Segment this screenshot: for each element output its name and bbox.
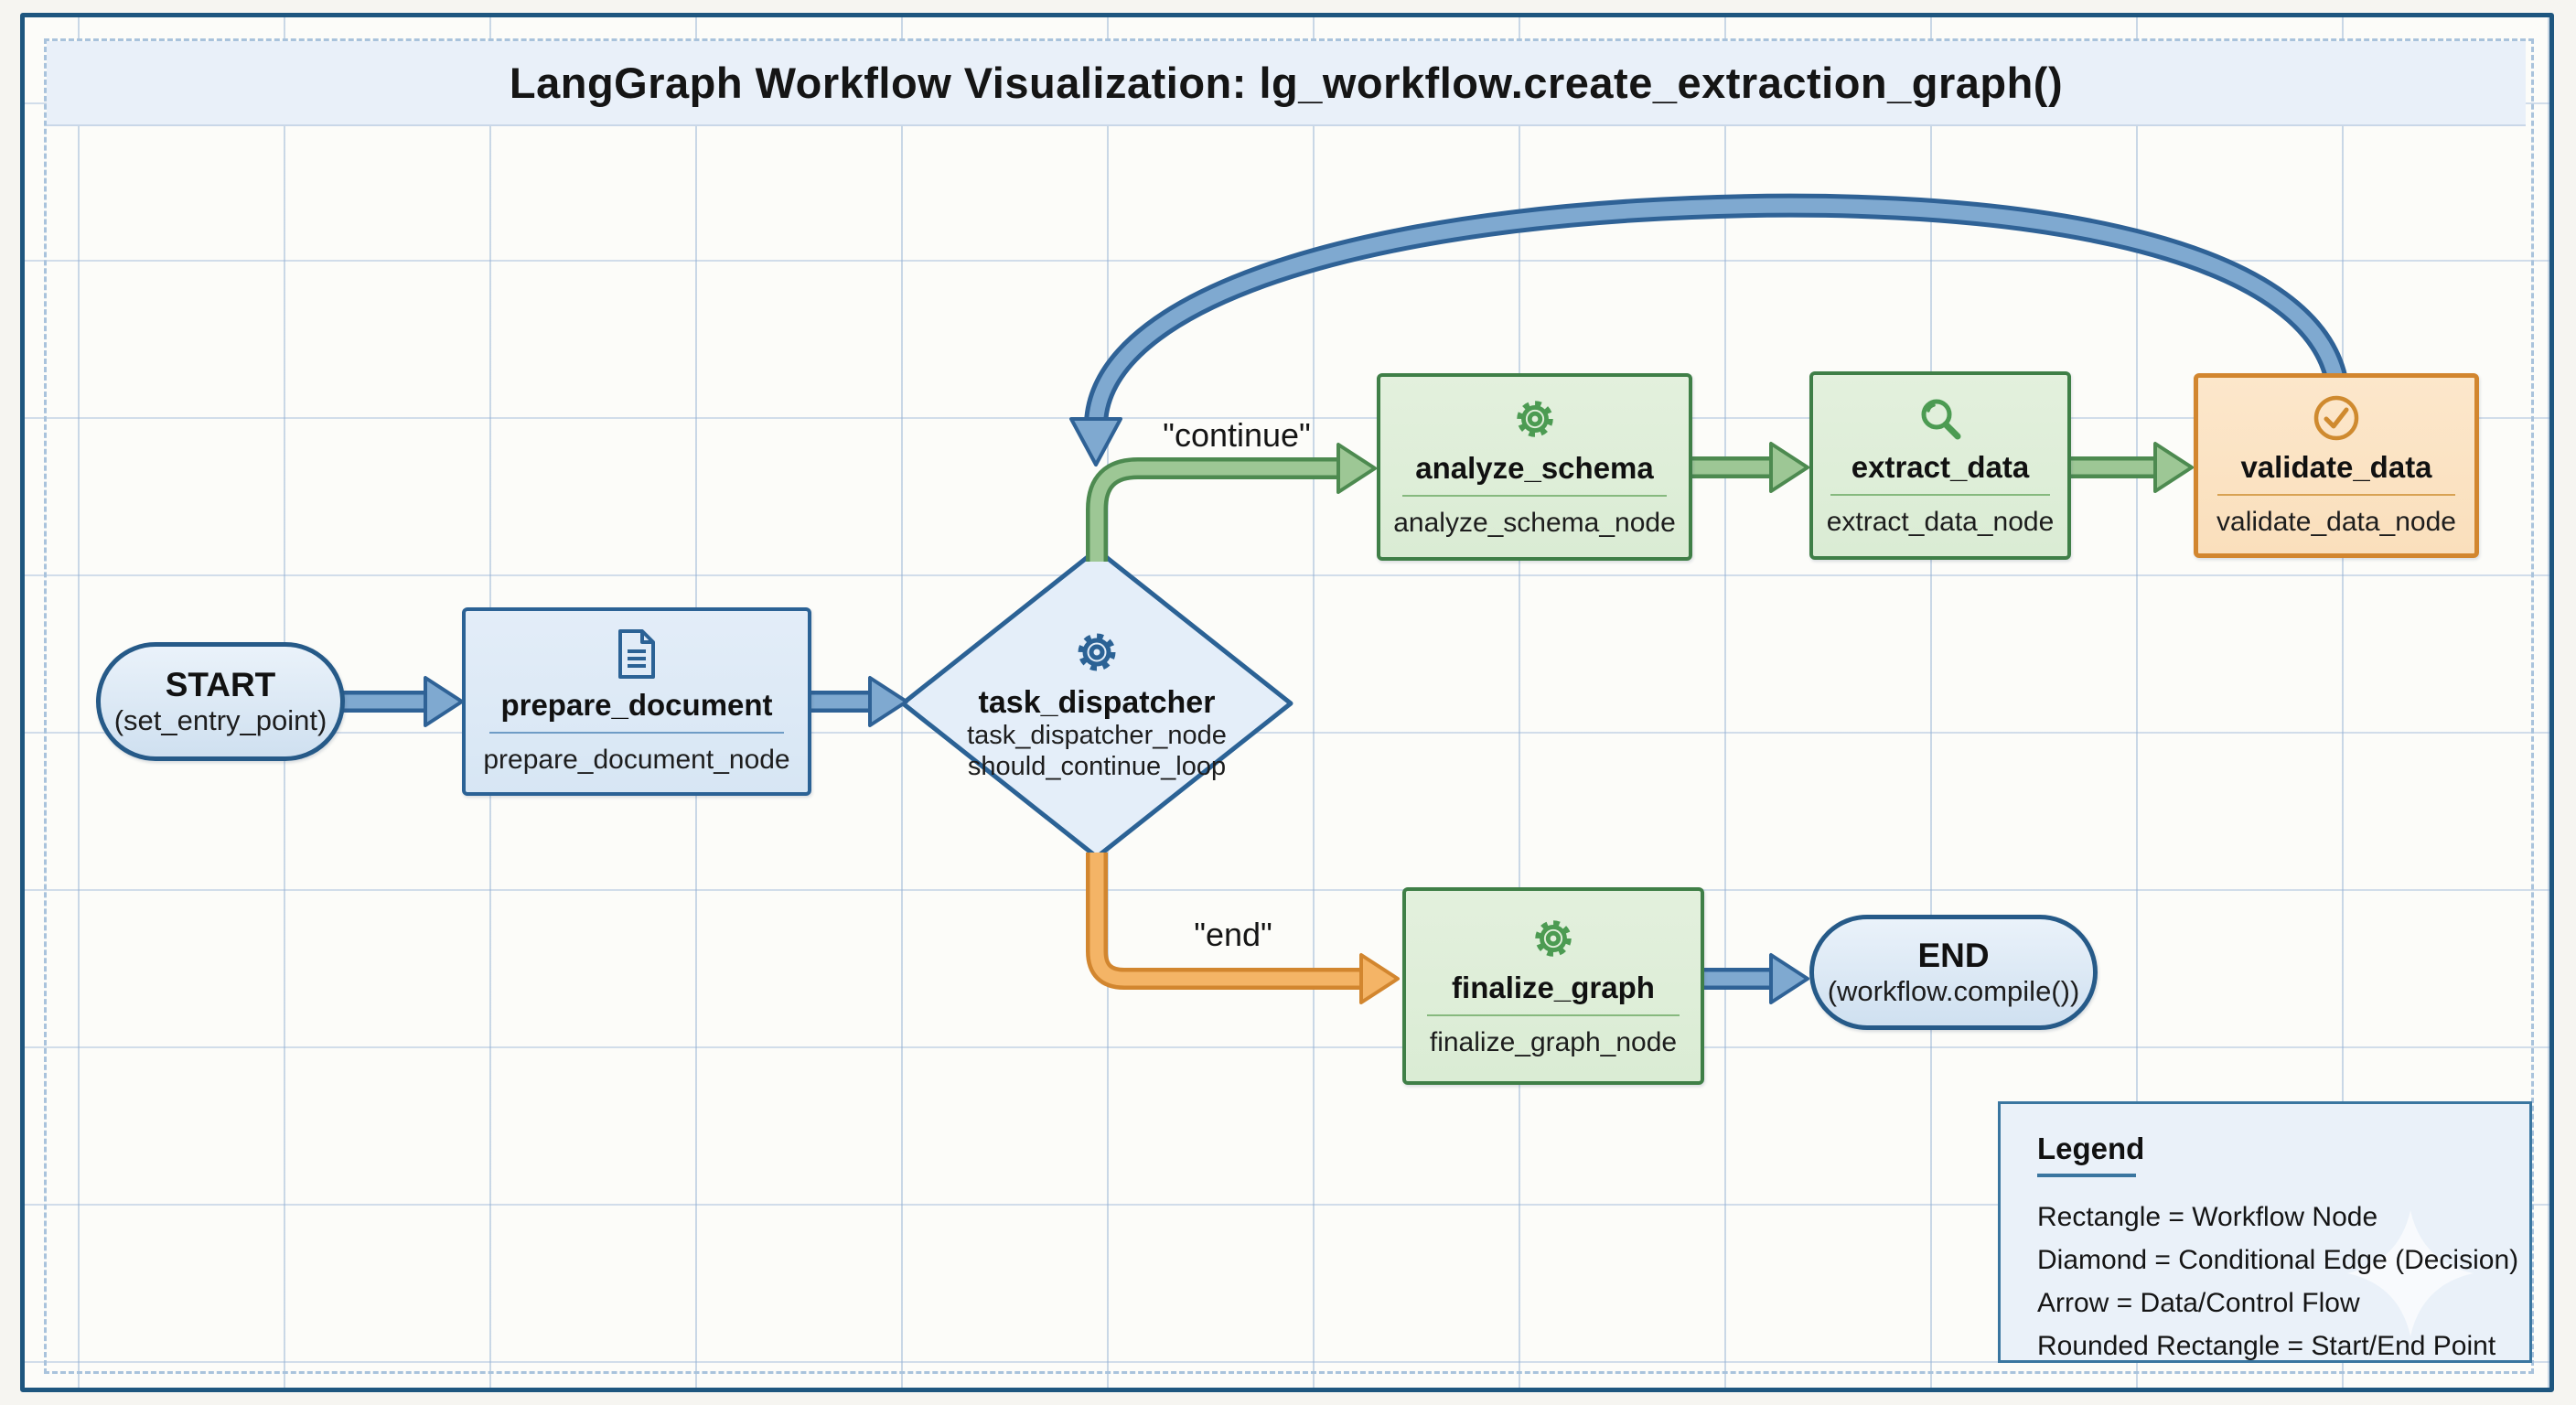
node-label: analyze_schema: [1415, 451, 1654, 486]
divider: [1426, 1014, 1680, 1016]
legend-item: Arrow = Data/Control Flow: [2037, 1288, 2360, 1318]
gear-icon: [1516, 401, 1553, 438]
node-analyze-schema: analyze_schema analyze_schema_node: [1377, 373, 1692, 561]
node-label: prepare_document: [500, 687, 773, 722]
node-task-dispatcher: task_dispatcher task_dispatcher_node sho…: [932, 576, 1261, 832]
edge-label-continue: "continue": [1163, 416, 1311, 454]
node-sublabel: (set_entry_point): [113, 704, 327, 736]
gear-icon: [1535, 920, 1572, 957]
edge-label-end: "end": [1194, 916, 1272, 953]
node-sublabel: analyze_schema_node: [1393, 508, 1676, 539]
node-sublabel: extract_data_node: [1826, 506, 2055, 537]
node-label: validate_data: [2240, 449, 2432, 484]
node-finalize-graph: finalize_graph finalize_graph_node: [1402, 887, 1704, 1085]
node-sublabel: prepare_document_node: [483, 744, 790, 775]
node-label: task_dispatcher: [978, 685, 1216, 721]
node-validate-data: validate_data validate_data_node: [2194, 373, 2479, 558]
legend-heading: Legend: [2037, 1132, 2145, 1165]
legend-item: Diamond = Conditional Edge (Decision): [2037, 1245, 2519, 1275]
page-title: LangGraph Workflow Visualization: lg_wor…: [509, 59, 2064, 107]
node-label: finalize_graph: [1452, 970, 1655, 1004]
node-label: extract_data: [1851, 449, 2030, 484]
node-start: START (set_entry_point): [96, 642, 345, 761]
node-label: START: [165, 666, 276, 703]
legend-item: Rectangle = Workflow Node: [2037, 1202, 2378, 1232]
divider: [2217, 493, 2455, 496]
divider: [1830, 493, 2050, 496]
node-extract-data: extract_data extract_data_node: [1809, 371, 2071, 560]
title-band: LangGraph Workflow Visualization: lg_wor…: [47, 41, 2526, 126]
node-sublabel: task_dispatcher_node: [967, 721, 1227, 751]
node-prepare-document: prepare_document prepare_document_node: [462, 607, 811, 796]
legend-item: Rounded Rectangle = Start/End Point: [2037, 1331, 2496, 1361]
check-circle-icon: [2313, 395, 2359, 441]
node-label: END: [1917, 937, 1990, 974]
node-sublabel: (workflow.compile()): [1827, 975, 2080, 1007]
gear-icon: [1078, 633, 1116, 671]
legend: Legend Rectangle = Workflow Node Diamond…: [1998, 1101, 2532, 1363]
node-sublabel: validate_data_node: [2216, 506, 2456, 537]
node-end: END (workflow.compile()): [1809, 915, 2098, 1030]
node-sublabel-2: should_continue_loop: [967, 751, 1227, 781]
legend-underline: [2037, 1174, 2136, 1177]
node-sublabel: finalize_graph_node: [1429, 1026, 1678, 1057]
divider: [489, 731, 784, 734]
magnifier-icon: [1921, 399, 1961, 440]
divider: [1401, 495, 1668, 498]
document-icon: [618, 628, 655, 679]
sparkle-watermark: [2347, 1210, 2474, 1336]
